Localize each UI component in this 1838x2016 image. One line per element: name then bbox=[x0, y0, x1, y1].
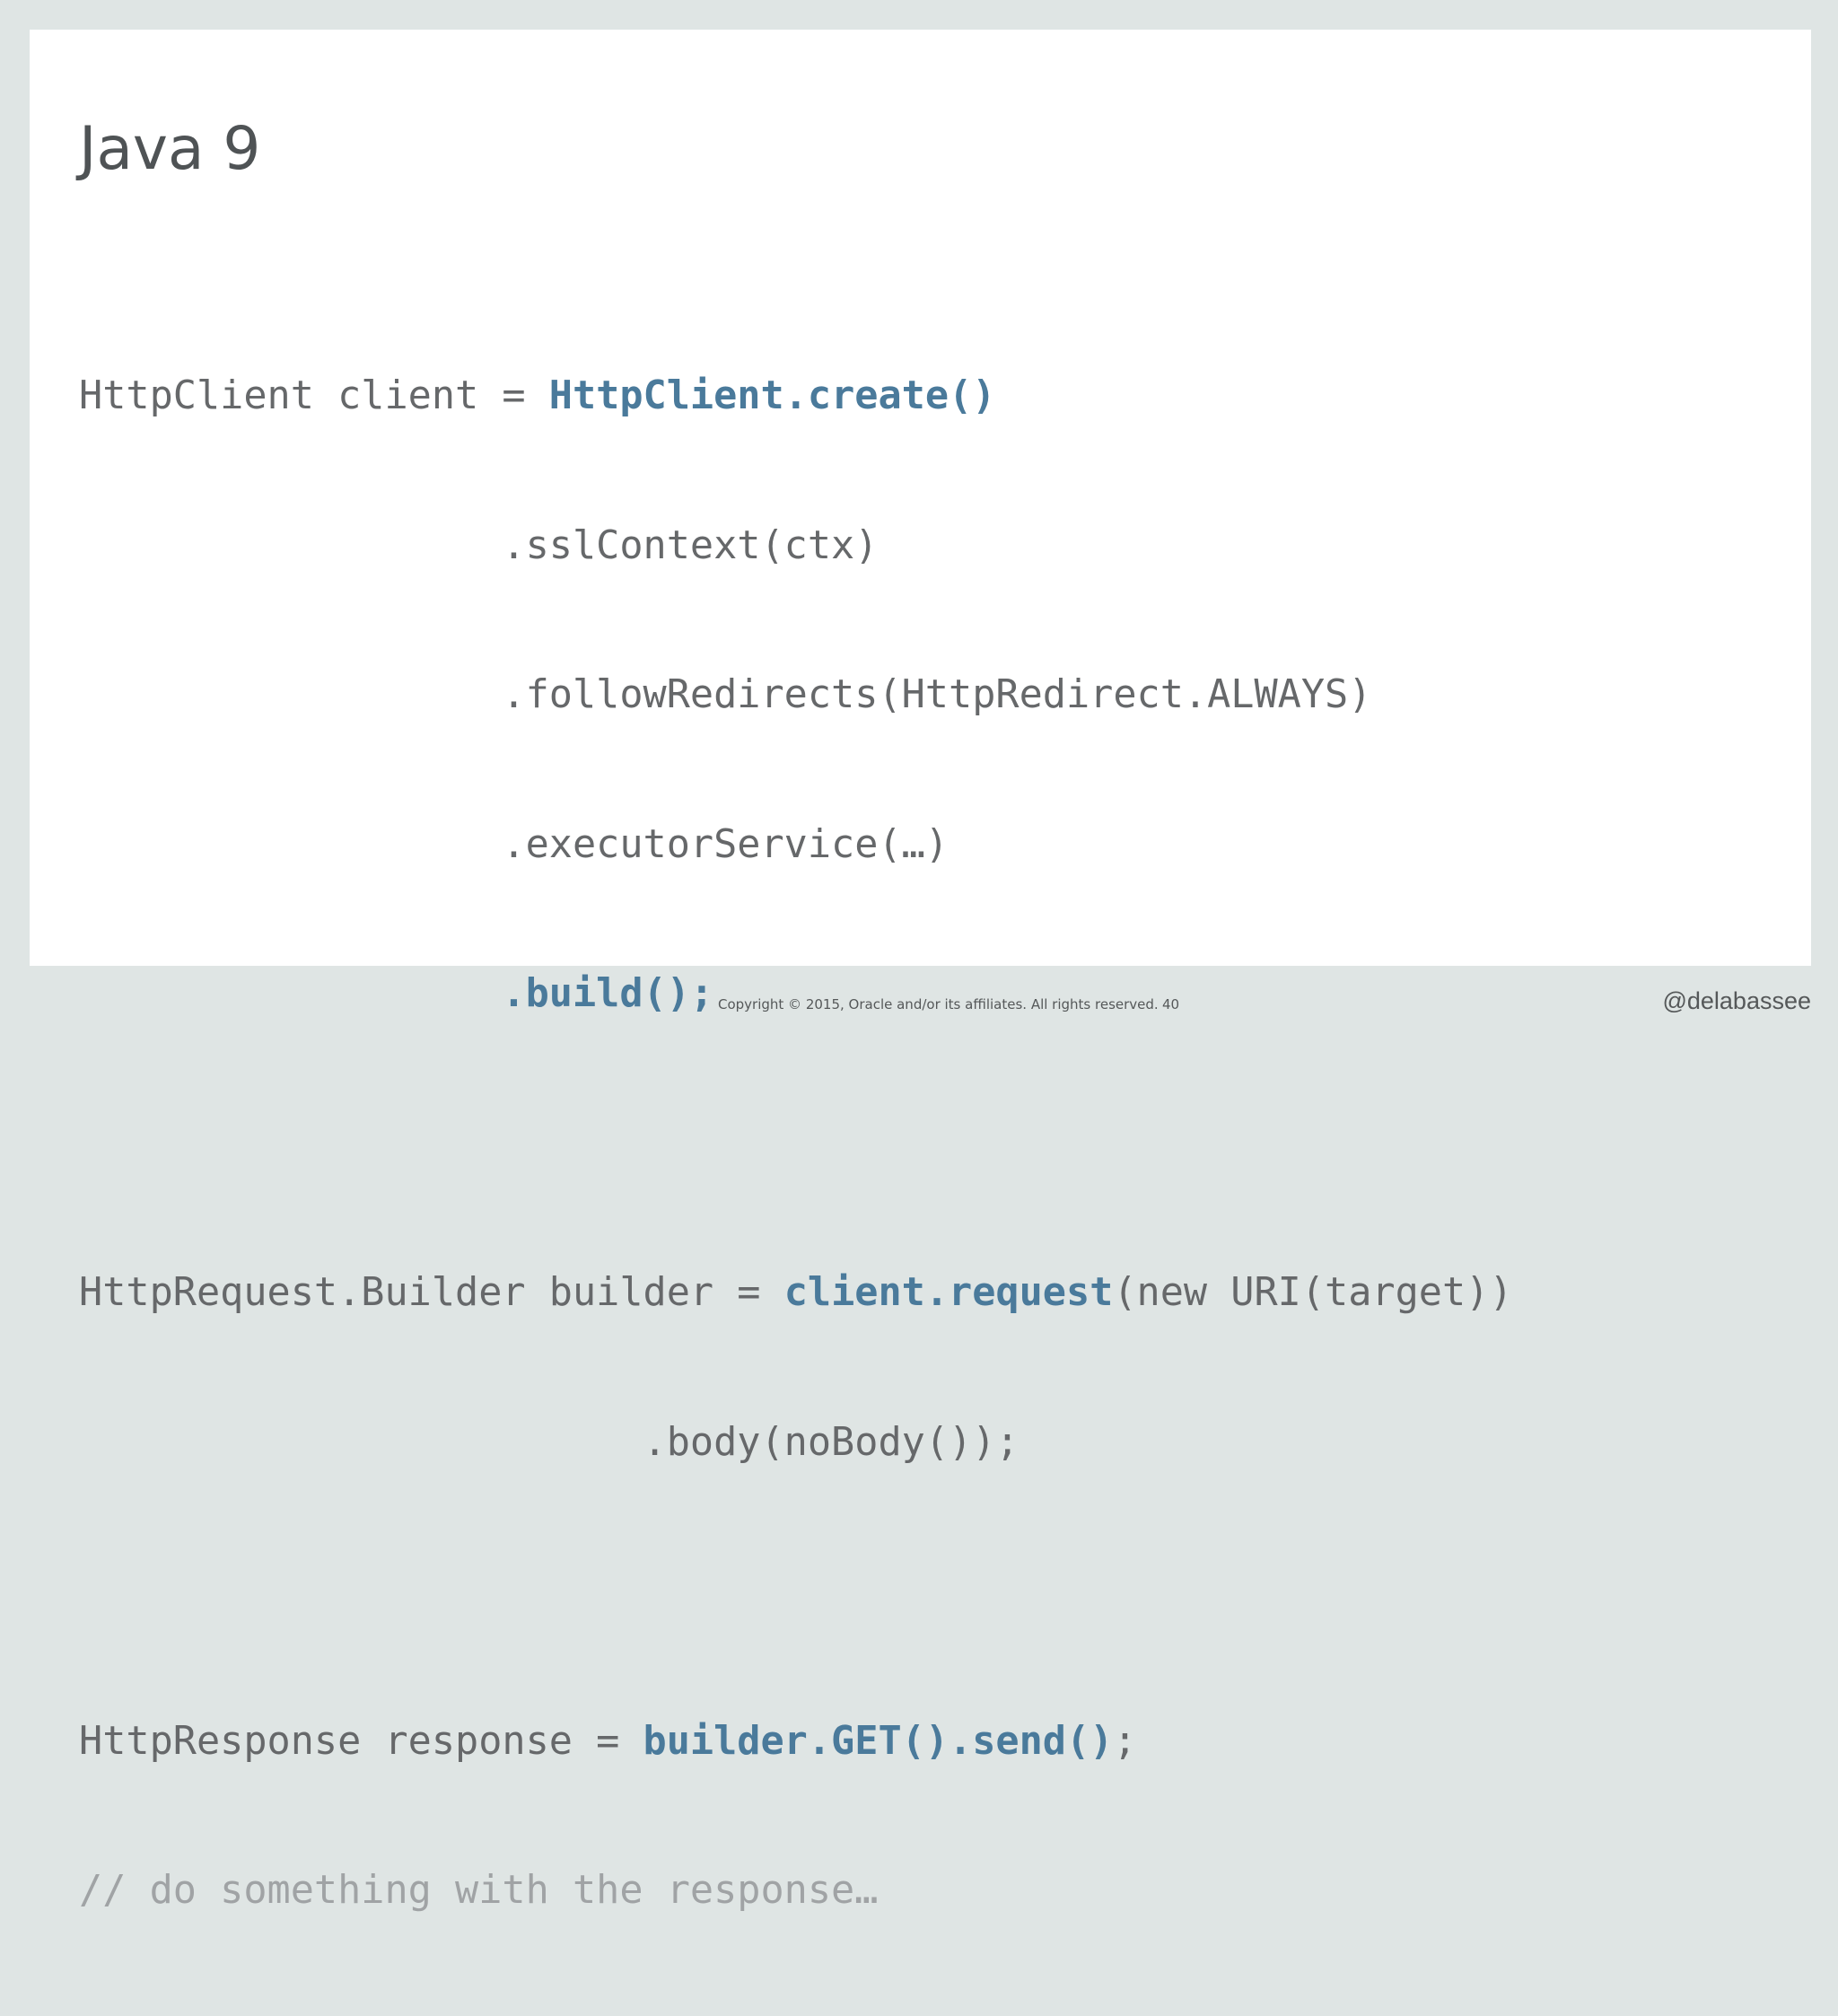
code-text: .body(noBody()); bbox=[643, 1419, 1020, 1465]
copyright-notice: Copyright © 2015, Oracle and/or its affi… bbox=[718, 996, 1159, 1012]
code-text: .sslContext(ctx) bbox=[502, 522, 879, 568]
code-line-11: // do something with the response… bbox=[79, 1866, 1513, 1916]
code-line-4: .executorService(…) bbox=[79, 820, 1513, 871]
code-line-1: HttpClient client = HttpClient.create() bbox=[79, 372, 1513, 422]
code-text: ; bbox=[1113, 1718, 1137, 1764]
code-line-5: .build(); bbox=[79, 969, 1513, 1020]
code-comment: // do something with the response… bbox=[79, 1868, 879, 1913]
code-highlight: client.request bbox=[783, 1270, 1114, 1315]
slide-title: Java 9 bbox=[79, 114, 261, 183]
code-line-10: HttpResponse response = builder.GET().se… bbox=[79, 1717, 1513, 1767]
code-highlight: HttpClient.create() bbox=[548, 373, 996, 418]
code-line-8: .body(noBody()); bbox=[79, 1418, 1513, 1468]
code-text: (new URI(target)) bbox=[1113, 1270, 1513, 1315]
code-line-2: .sslContext(ctx) bbox=[79, 522, 1513, 572]
code-block: HttpClient client = HttpClient.create() … bbox=[79, 272, 1513, 2016]
code-text: .followRedirects(HttpRedirect.ALWAYS) bbox=[502, 672, 1372, 717]
code-line-7: HttpRequest.Builder builder = client.req… bbox=[79, 1268, 1513, 1319]
code-text: .executorService(…) bbox=[502, 821, 950, 867]
code-line-blank bbox=[79, 1119, 1513, 1170]
author-handle: @delabassee bbox=[1662, 987, 1811, 1014]
code-highlight: .build(); bbox=[502, 971, 714, 1016]
code-line-blank bbox=[79, 1567, 1513, 1617]
code-highlight: builder.GET().send() bbox=[643, 1718, 1114, 1764]
code-line-3: .followRedirects(HttpRedirect.ALWAYS) bbox=[79, 671, 1513, 721]
code-text: HttpResponse response = bbox=[79, 1718, 643, 1764]
slide: Java 9 HttpClient client = HttpClient.cr… bbox=[30, 30, 1811, 1913]
code-text: HttpClient client = bbox=[79, 373, 549, 418]
code-text: HttpRequest.Builder builder = bbox=[79, 1270, 784, 1315]
page-number: 40 bbox=[1162, 996, 1180, 1012]
footer: Copyright © 2015, Oracle and/or its affi… bbox=[0, 966, 1838, 1035]
